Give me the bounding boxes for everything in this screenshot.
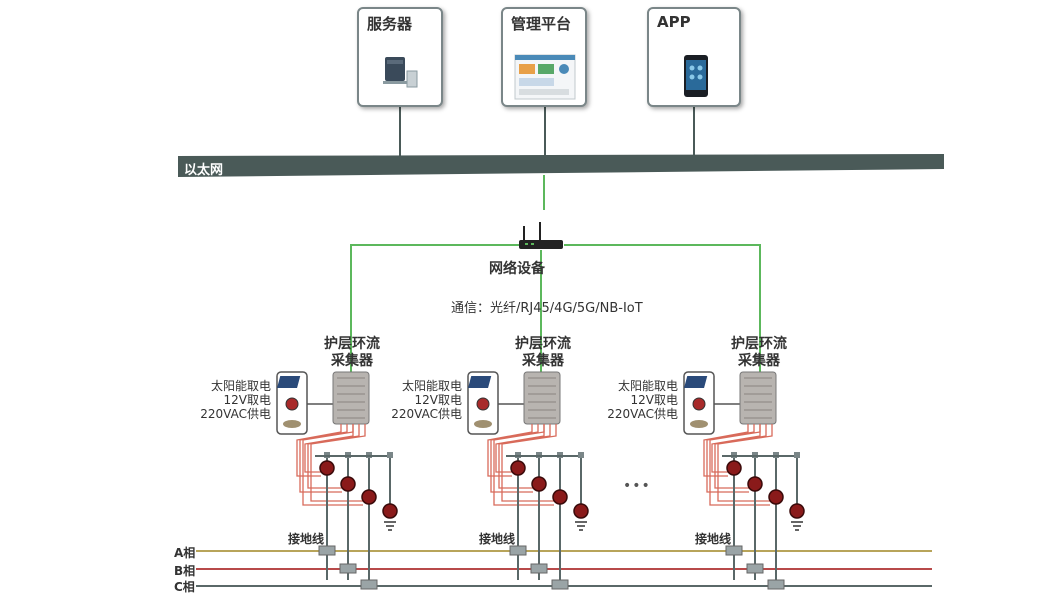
network-device-label: 网络设备 [489, 261, 545, 277]
cable-red [703, 424, 749, 477]
router-icon [519, 222, 563, 249]
phase-a-label: A相 [174, 546, 196, 560]
comm-line-right [564, 244, 761, 372]
cable-red [299, 424, 348, 493]
collector-unit-middle [467, 371, 589, 590]
solar-panel-icon [684, 376, 708, 388]
power-solar-label: 太阳能取电 [210, 379, 271, 393]
cable-red [706, 424, 755, 493]
ct-sensor [319, 460, 335, 476]
server-icon [383, 57, 418, 88]
cable-joint-box [746, 563, 764, 574]
collector-device [739, 371, 777, 425]
cable-red [498, 424, 551, 489]
cable-joint-box [551, 579, 569, 590]
ct-sensor [789, 503, 805, 519]
collector-title-line2: 采集器 [522, 353, 564, 369]
collector-unit-right [683, 371, 805, 590]
cable-red [490, 424, 539, 493]
power-12v-label: 12V取电 [414, 393, 462, 407]
ct-sensor [340, 476, 356, 492]
solar-panel-icon [277, 376, 301, 388]
collector-unit-left [276, 371, 398, 590]
ethernet-bus [178, 154, 944, 177]
ct-sensor [382, 503, 398, 519]
power-220-label: 220VAC供电 [200, 407, 271, 421]
ellipsis: ••• [623, 478, 651, 494]
collector-title-line1: 护层环流 [731, 336, 787, 352]
cable-joint-box [360, 579, 378, 590]
ct-sensor [726, 460, 742, 476]
cable-red [493, 424, 554, 506]
app-label: APP [657, 13, 691, 31]
comm-protocols-label: 通信：光纤/RJ45/4G/5G/NB-IoT [451, 301, 643, 316]
ground-wire-label: 接地线 [695, 532, 732, 546]
cable-joint-box [530, 563, 548, 574]
power-12v-label: 12V取电 [223, 393, 271, 407]
ground-wire-label: 接地线 [288, 532, 325, 546]
collector-title-line2: 采集器 [331, 353, 373, 369]
ethernet-label: 以太网 [184, 163, 224, 178]
cable-joint-box [509, 545, 527, 556]
ct-sensor [510, 460, 526, 476]
dashboard-icon [514, 54, 576, 100]
dc-adapter-icon [285, 397, 299, 411]
power-220-label: 220VAC供电 [391, 407, 462, 421]
cable-red [709, 424, 770, 506]
phase-c-label: C相 [174, 580, 195, 594]
cable-red [487, 424, 533, 477]
platform-label: 管理平台 [511, 15, 572, 33]
ct-sensor [768, 489, 784, 505]
bus-clamp [387, 452, 393, 458]
collector-device [523, 371, 561, 425]
cable-red [296, 424, 342, 477]
cable-joint-box [339, 563, 357, 574]
platform-box[interactable]: 管理平台 [501, 7, 587, 107]
cable-red [310, 424, 366, 502]
cable-red [717, 424, 773, 502]
comm-line-left [350, 244, 520, 372]
app-box[interactable]: APP [647, 7, 741, 107]
ct-sensor [573, 503, 589, 519]
smartphone-icon [684, 55, 708, 97]
power-solar-label: 太阳能取电 [617, 379, 678, 393]
ct-sensor [552, 489, 568, 505]
collector-device [332, 371, 370, 425]
power-220-label: 220VAC供电 [607, 407, 678, 421]
cable-red [714, 424, 767, 489]
ac-plug-icon [474, 420, 492, 428]
phase-b-label: B相 [174, 564, 196, 578]
collector-title-line1: 护层环流 [324, 336, 380, 352]
solar-panel-icon [468, 376, 492, 388]
ac-plug-icon [690, 420, 708, 428]
cable-joint-box [767, 579, 785, 590]
collector-title-line2: 采集器 [738, 353, 780, 369]
cable-joint-box [318, 545, 336, 556]
cable-red [501, 424, 557, 502]
bus-clamp [578, 452, 584, 458]
collector-title-line1: 护层环流 [515, 336, 571, 352]
power-solar-label: 太阳能取电 [401, 379, 462, 393]
cable-red [302, 424, 363, 506]
ac-plug-icon [283, 420, 301, 428]
cable-red [307, 424, 360, 489]
ct-sensor [747, 476, 763, 492]
dc-adapter-icon [476, 397, 490, 411]
dc-adapter-icon [692, 397, 706, 411]
server-label: 服务器 [367, 15, 413, 33]
ct-sensor [531, 476, 547, 492]
ct-sensor [361, 489, 377, 505]
ground-wire-label: 接地线 [479, 532, 516, 546]
cable-joint-box [725, 545, 743, 556]
power-12v-label: 12V取电 [630, 393, 678, 407]
server-box[interactable]: 服务器 [357, 7, 443, 107]
bus-clamp [794, 452, 800, 458]
